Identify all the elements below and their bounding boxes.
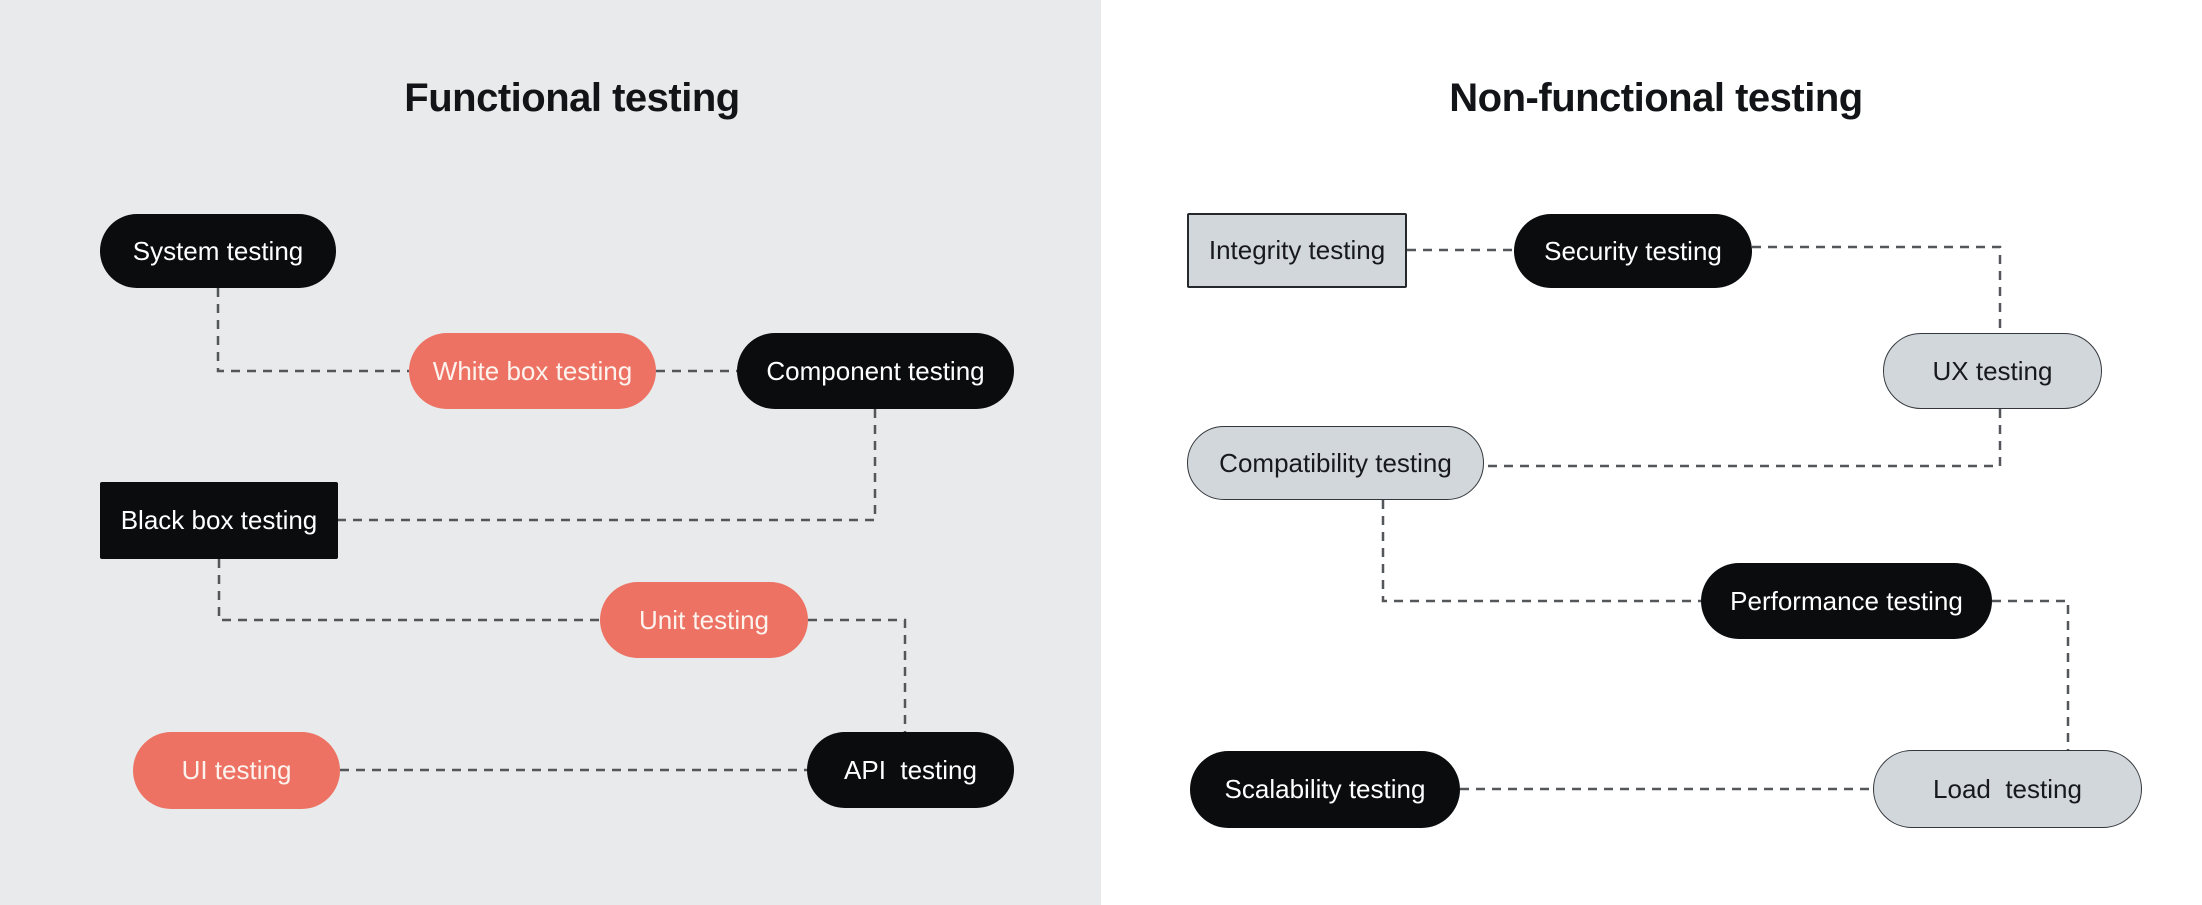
node-integrity-testing[interactable]: Integrity testing xyxy=(1187,213,1407,288)
node-ui-testing[interactable]: UI testing xyxy=(133,732,340,809)
node-white-box-testing[interactable]: White box testing xyxy=(409,333,656,409)
node-api-testing[interactable]: API testing xyxy=(807,732,1014,808)
functional-testing-title: Functional testing xyxy=(404,76,740,120)
node-security-testing[interactable]: Security testing xyxy=(1514,214,1752,288)
node-performance-testing[interactable]: Performance testing xyxy=(1701,563,1992,639)
node-component-testing[interactable]: Component testing xyxy=(737,333,1014,409)
node-unit-testing[interactable]: Unit testing xyxy=(600,582,808,658)
node-load-testing[interactable]: Load testing xyxy=(1873,750,2142,828)
node-system-testing[interactable]: System testing xyxy=(100,214,336,288)
node-black-box-testing[interactable]: Black box testing xyxy=(100,482,338,559)
node-ux-testing[interactable]: UX testing xyxy=(1883,333,2102,409)
non-functional-testing-title: Non-functional testing xyxy=(1449,76,1863,120)
node-compatibility-testing[interactable]: Compatibility testing xyxy=(1187,426,1484,500)
node-scalability-testing[interactable]: Scalability testing xyxy=(1190,751,1460,828)
